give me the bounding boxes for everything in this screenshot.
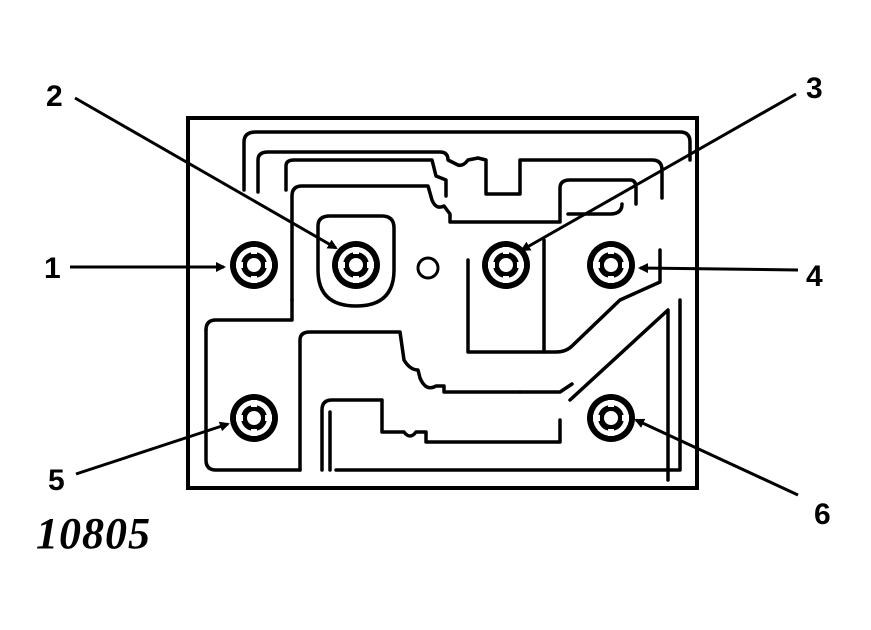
callout-arrow-6 xyxy=(634,418,799,497)
callout-arrow-3 xyxy=(520,92,797,252)
terminal-1 xyxy=(230,241,278,289)
callout-arrows xyxy=(70,92,799,497)
callout-arrow-4 xyxy=(638,263,799,274)
callout-label-4: 4 xyxy=(806,260,823,293)
callout-label-3: 3 xyxy=(806,72,823,105)
callout-label-6: 6 xyxy=(814,498,831,531)
callout-label-1: 1 xyxy=(44,252,61,285)
callout-arrow-5 xyxy=(75,421,230,476)
terminal-5 xyxy=(230,394,278,442)
callout-label-2: 2 xyxy=(46,80,63,113)
callout-label-5: 5 xyxy=(48,464,65,497)
figure-number: 10805 xyxy=(36,509,151,558)
terminal-4 xyxy=(587,241,635,289)
mounting-hole xyxy=(416,256,440,280)
terminal-6 xyxy=(587,394,635,442)
terminal-2 xyxy=(332,241,380,289)
board-outline xyxy=(186,116,699,490)
circuit-traces xyxy=(204,130,692,482)
callout-arrow-2 xyxy=(74,96,338,250)
